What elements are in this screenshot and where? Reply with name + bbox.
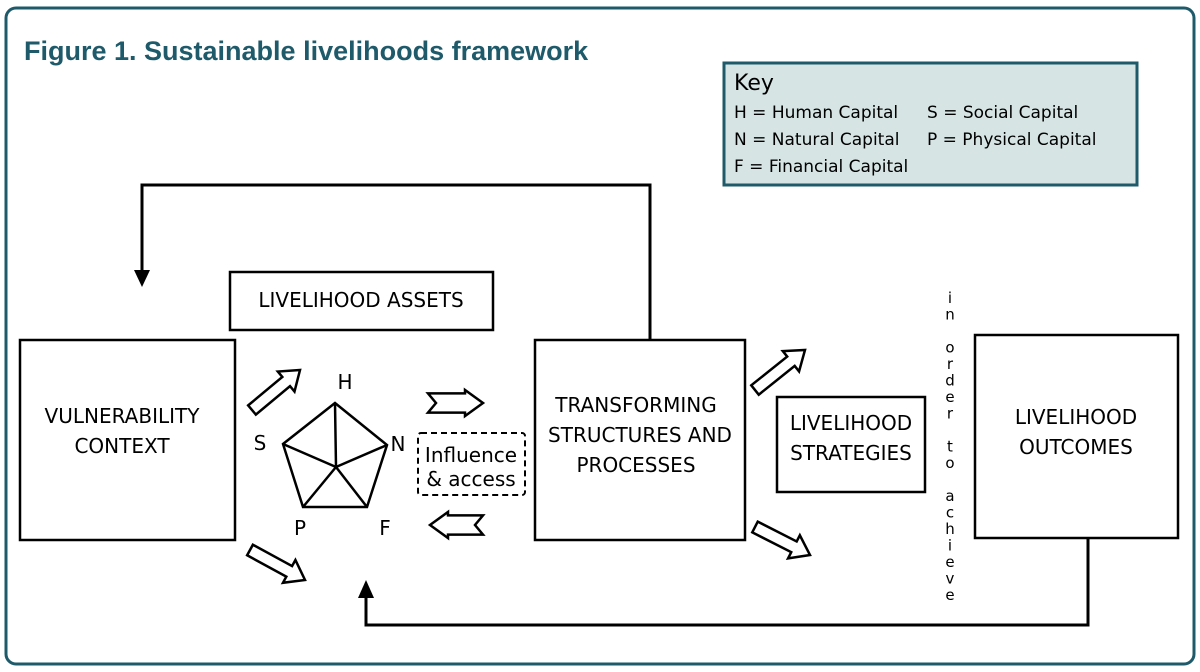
key-item: S = Social Capital xyxy=(927,103,1078,123)
key-heading: Key xyxy=(734,71,774,96)
hollow-arrow-icon xyxy=(750,519,812,561)
box-label: OUTCOMES xyxy=(1019,435,1133,459)
hollow-arrow-icon xyxy=(749,348,807,397)
influence-access-box: Influence & access xyxy=(417,432,526,496)
hollow-arrow-icon xyxy=(425,387,486,419)
pentagon-label-n: N xyxy=(391,432,406,456)
figure-title: Figure 1. Sustainable livelihoods framew… xyxy=(24,36,589,66)
box-label: STRUCTURES AND xyxy=(548,423,732,447)
pentagon-label-f: F xyxy=(379,516,391,540)
hollow-arrow-icon xyxy=(246,368,302,417)
hollow-arrows xyxy=(245,348,812,585)
arrowhead-down xyxy=(134,270,150,287)
box-label: LIVELIHOOD xyxy=(790,411,912,435)
box-label: STRATEGIES xyxy=(790,441,912,465)
box-label: LIVELIHOOD ASSETS xyxy=(258,288,463,312)
key-item: F = Financial Capital xyxy=(734,157,908,177)
box-label: TRANSFORMING xyxy=(554,393,716,417)
feedback-line-top xyxy=(140,183,652,340)
key-item: N = Natural Capital xyxy=(734,130,899,150)
feedback-line-bottom xyxy=(364,538,1090,627)
box-label: Influence xyxy=(425,443,517,467)
livelihood-assets-box: LIVELIHOOD ASSETS xyxy=(228,270,495,332)
box-label: PROCESSES xyxy=(576,453,695,477)
transforming-structures-box: TRANSFORMING STRUCTURES AND PROCESSES xyxy=(533,338,747,542)
box-label: VULNERABILITY xyxy=(45,404,201,428)
hollow-arrow-icon xyxy=(245,543,307,585)
key-box: Key H = Human Capital S = Social Capital… xyxy=(722,61,1139,187)
livelihood-outcomes-box: LIVELIHOOD OUTCOMES xyxy=(973,333,1180,540)
pentagon-label-s: S xyxy=(254,431,267,455)
box-label: CONTEXT xyxy=(74,434,170,458)
livelihood-strategies-box: LIVELIHOOD STRATEGIES xyxy=(775,395,927,494)
key-item: P = Physical Capital xyxy=(927,130,1096,150)
vulnerability-context-box: VULNERABILITY CONTEXT xyxy=(18,338,237,542)
arrowhead-up xyxy=(358,580,374,598)
asset-pentagon xyxy=(281,401,389,509)
key-item: H = Human Capital xyxy=(734,103,898,123)
box-label: LIVELIHOOD xyxy=(1015,405,1137,429)
box-label: & access xyxy=(426,467,515,491)
pentagon-label-p: P xyxy=(294,516,306,540)
hollow-arrow-icon xyxy=(427,509,486,541)
pentagon-label-h: H xyxy=(337,370,352,394)
